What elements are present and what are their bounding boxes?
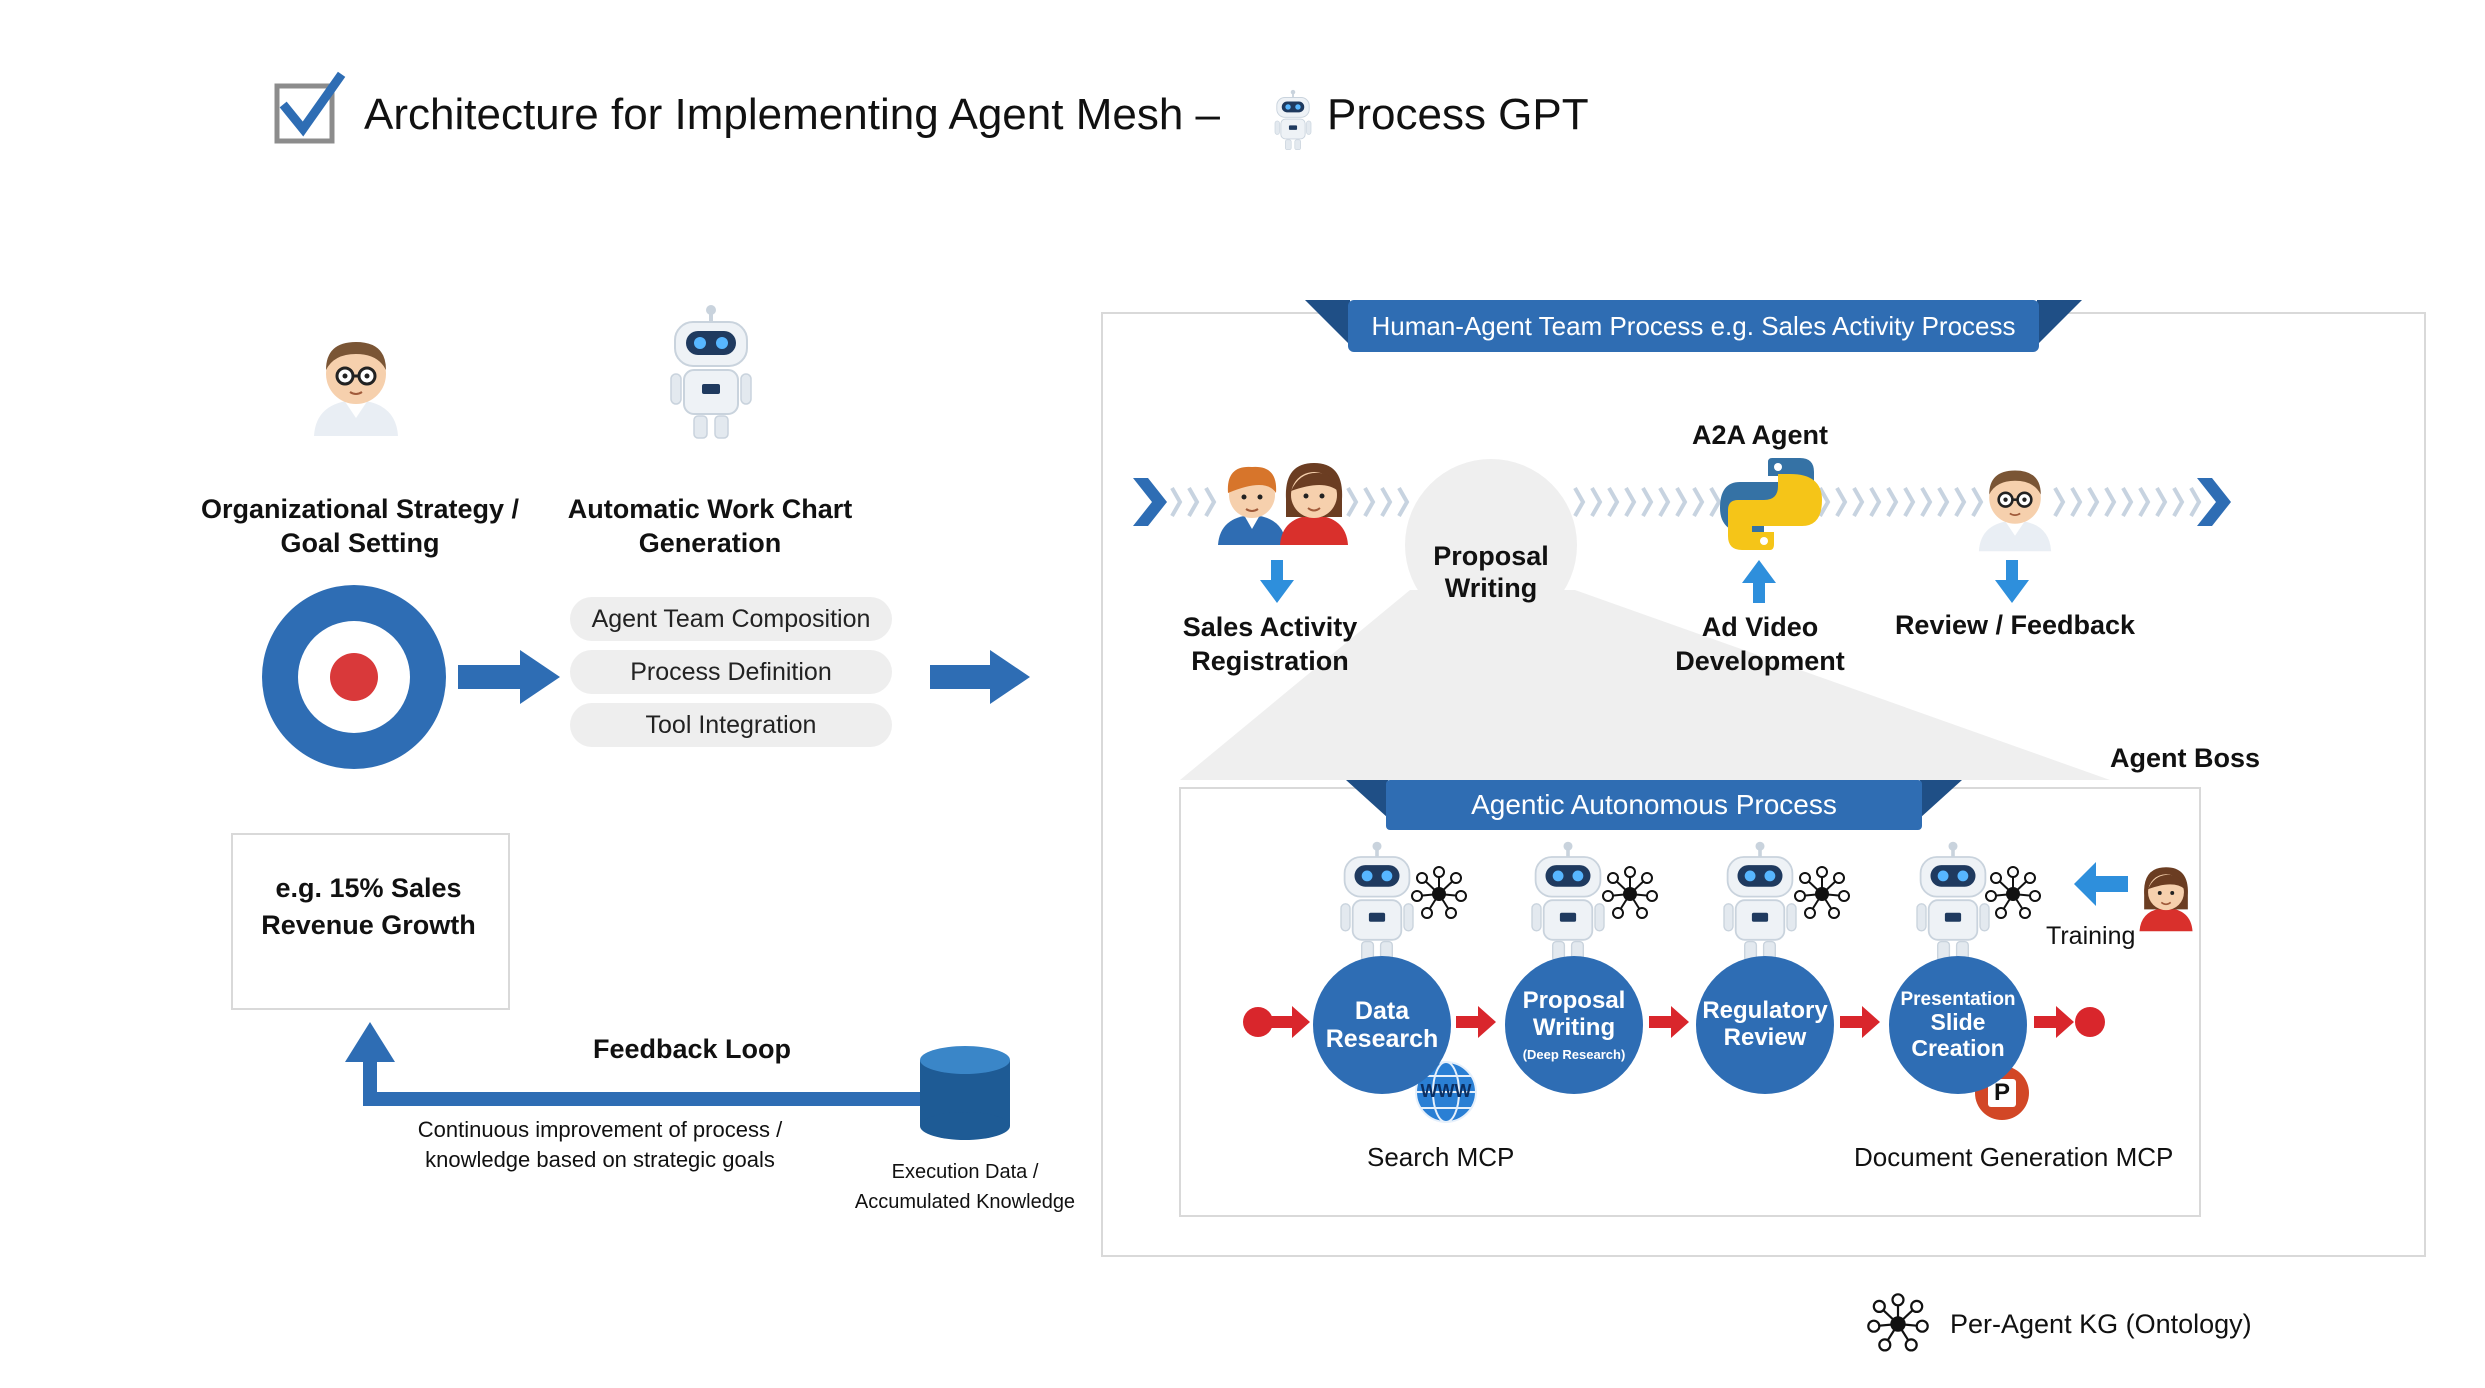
pill-process-definition: Process Definition <box>570 650 892 694</box>
chevron-mark <box>1954 487 1967 517</box>
proposal-writing-label: Proposal Writing <box>1433 541 1549 603</box>
banner-ribbon-right <box>2037 300 2082 345</box>
globe-www-label: WWW <box>1420 1081 1472 1101</box>
node-proposal-writing: Proposal Writing (Deep Research) <box>1505 956 1643 1094</box>
chevron-mark <box>1346 487 1359 517</box>
sales-activity-label: Sales Activity Registration <box>1182 612 1358 676</box>
chevron-mark <box>2104 487 2117 517</box>
chevron-mark <box>1624 487 1637 517</box>
banner-ribbon-left <box>1305 300 1350 345</box>
chevron-mark <box>2172 487 2185 517</box>
chevron-mark <box>1363 487 1376 517</box>
flow-start-chevron <box>1133 478 1167 526</box>
chevron-mark <box>1709 487 1722 517</box>
training-label: Training <box>2046 922 2136 950</box>
page-title: Architecture for Implementing Agent Mesh… <box>364 90 1220 139</box>
arrow-right-icon <box>458 650 560 704</box>
chevron-mark <box>1852 487 1865 517</box>
chevron-mark <box>1920 487 1933 517</box>
title-robot-icon <box>1274 89 1312 151</box>
chevron-mark <box>2155 487 2168 517</box>
arrow-up-icon <box>1742 560 1776 603</box>
chevron-mark <box>2053 487 2066 517</box>
search-mcp-label: Search MCP <box>1367 1142 1515 1172</box>
manager-icon <box>312 340 400 438</box>
process-flow-chevrons <box>1170 487 2202 517</box>
a2a-agent-label: A2A Agent <box>1691 420 1828 450</box>
salesperson-woman-icon <box>1279 462 1349 546</box>
chevron-mark <box>1692 487 1705 517</box>
flow-end-chevron <box>2197 478 2231 526</box>
chevron-mark <box>1903 487 1916 517</box>
chevron-mark <box>1380 487 1393 517</box>
chevron-mark <box>1607 487 1620 517</box>
feedback-loop-title: Feedback Loop <box>593 1034 792 1064</box>
robot-icon <box>670 304 752 439</box>
chevron-mark <box>1937 487 1950 517</box>
workchart-label: Automatic Work Chart Generation <box>567 494 853 558</box>
chevron-mark <box>2070 487 2083 517</box>
page-title-suffix: Process GPT <box>1327 90 1589 139</box>
database-label: Execution Data / Accumulated Knowledge <box>854 1161 1076 1213</box>
agent-boss-label: Agent Boss <box>2110 743 2261 773</box>
strategy-label: Organizational Strategy / Goal Setting <box>200 494 520 558</box>
chevron-mark <box>1675 487 1688 517</box>
chevron-mark <box>2087 487 2100 517</box>
chevron-mark <box>1971 487 1984 517</box>
database-icon <box>920 1046 1010 1140</box>
chevron-mark <box>1886 487 1899 517</box>
banner-ribbon-right <box>1920 780 1962 818</box>
arrow-down-icon <box>1260 560 1294 603</box>
chevron-mark <box>1658 487 1671 517</box>
trainer-woman-icon <box>2138 866 2194 932</box>
python-icon <box>1720 458 1822 550</box>
checkbox-icon <box>274 71 346 144</box>
chevron-mark <box>1573 487 1586 517</box>
chevron-mark <box>1641 487 1654 517</box>
chevron-mark <box>1835 487 1848 517</box>
zoom-cone <box>1180 590 2110 780</box>
autonomous-flow <box>1243 1006 2105 1038</box>
chevron-mark <box>2189 487 2202 517</box>
legend-label: Per-Agent KG (Ontology) <box>1950 1309 2252 1339</box>
review-feedback-label: Review / Feedback <box>1894 610 2136 640</box>
target-icon <box>262 585 446 769</box>
salesperson-man-icon <box>1217 465 1287 546</box>
chevron-mark <box>2138 487 2151 517</box>
team-process-banner: Human-Agent Team Process e.g. Sales Acti… <box>1348 300 2039 352</box>
goal-example-box <box>231 833 510 1010</box>
chevron-mark <box>1187 487 1200 517</box>
legend-kg-icon <box>1867 1293 1929 1352</box>
globe-www-icon <box>1415 1061 1477 1123</box>
node-regulatory-review: Regulatory Review <box>1696 956 1834 1094</box>
chevron-mark <box>1170 487 1183 517</box>
goal-example-text: e.g. 15% Sales Revenue Growth <box>261 873 476 940</box>
powerpoint-label: P <box>1993 1079 2010 1106</box>
arrow-right-icon <box>930 650 1030 704</box>
chevron-mark <box>1397 487 1410 517</box>
chevron-mark <box>2121 487 2134 517</box>
autonomous-process-banner: Agentic Autonomous Process <box>1386 780 1922 830</box>
chevron-mark <box>1204 487 1217 517</box>
chevron-mark <box>1869 487 1882 517</box>
feedback-loop-description: Continuous improvement of process / know… <box>417 1117 783 1172</box>
proposal-writing-circle <box>1405 459 1577 631</box>
pill-tool-integration: Tool Integration <box>570 703 892 747</box>
ad-video-label: Ad Video Development <box>1675 612 1845 676</box>
chevron-mark <box>1818 487 1831 517</box>
document-generation-mcp-label: Document Generation MCP <box>1854 1142 2174 1172</box>
chevron-mark <box>1590 487 1603 517</box>
banner-ribbon-left <box>1346 780 1388 818</box>
arrow-left-icon <box>2074 862 2128 906</box>
arrow-down-icon <box>1995 560 2029 603</box>
node-data-research: Data Research <box>1313 956 1451 1094</box>
pill-agent-team-composition: Agent Team Composition <box>570 597 892 641</box>
node-presentation-slide-creation: Presentation Slide Creation <box>1889 956 2027 1094</box>
reviewer-icon <box>1977 469 2053 553</box>
feedback-loop-arrow <box>345 1022 928 1106</box>
